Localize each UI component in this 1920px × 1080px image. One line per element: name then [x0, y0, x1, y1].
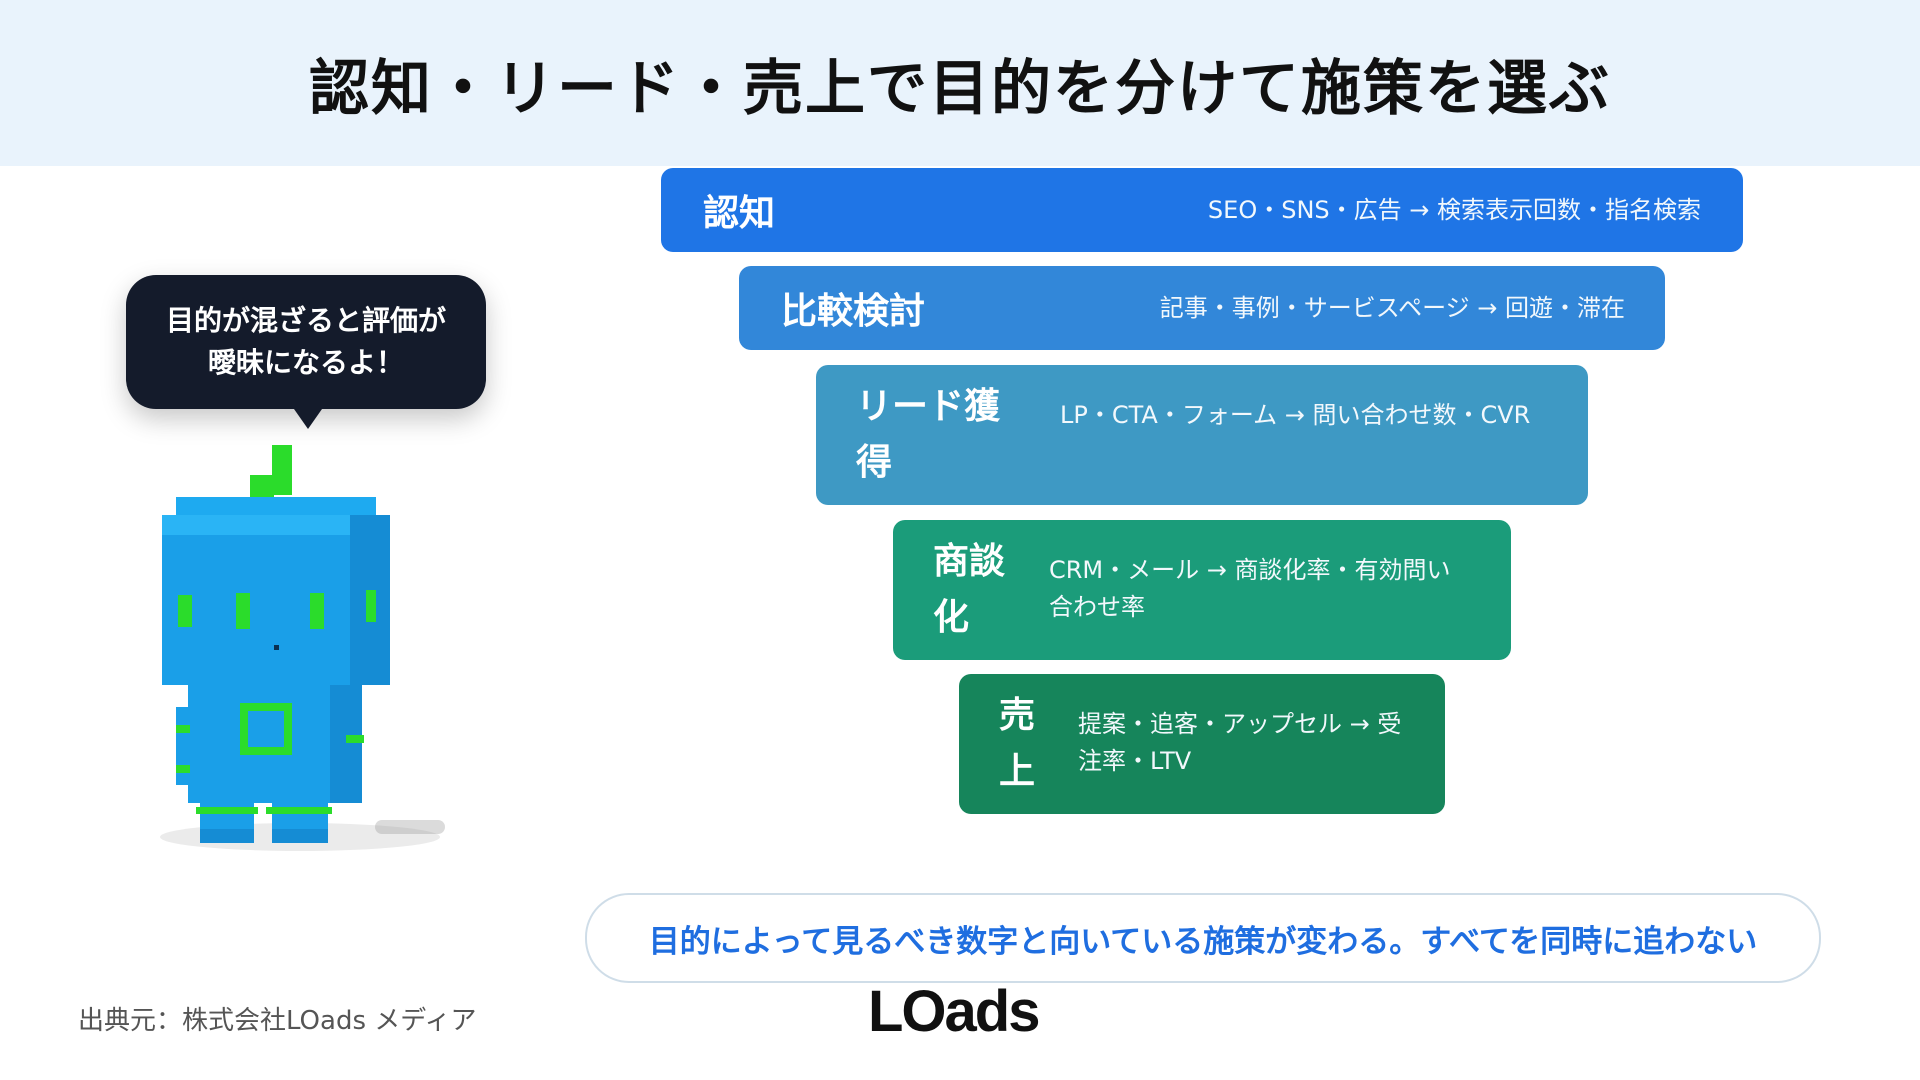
- funnel-step-desc: 提案・追客・アップセル → 受注率・LTV: [1078, 710, 1402, 775]
- funnel-step-consideration: 比較検討 記事・事例・サービスページ → 回遊・滞在: [739, 266, 1665, 350]
- funnel-step-desc: SEO・SNS・広告 → 検索表示回数・指名検索: [1207, 195, 1701, 224]
- funnel-step-title: リード獲得: [856, 386, 1001, 483]
- funnel-step-lead-acquisition: リード獲得 LP・CTA・フォーム → 問い合わせ数・CVR: [816, 365, 1588, 505]
- robot-mascot-icon: [160, 445, 445, 851]
- bubble-text-line-2: 曖昧になるよ！: [207, 346, 404, 379]
- page-title: 認知・リード・売上で目的を分けて施策を選ぶ: [309, 53, 1611, 124]
- funnel-step-sales: 売上 提案・追客・アップセル → 受注率・LTV: [959, 674, 1445, 814]
- funnel-step-awareness: 認知 SEO・SNS・広告 → 検索表示回数・指名検索: [661, 168, 1743, 252]
- funnel-step-title: 売上: [999, 695, 1036, 792]
- funnel-step-deal-conversion: 商談化 CRM・メール → 商談化率・有効問い合わせ率: [893, 520, 1511, 660]
- key-message: 目的によって見るべき数字と向いている施策が変わる。すべてを同時に追わない: [585, 893, 1821, 983]
- funnel-step-desc: 記事・事例・サービスページ → 回遊・滞在: [1159, 293, 1625, 322]
- funnel-step-title: 商談化: [933, 541, 1006, 638]
- funnel-step-desc: LP・CTA・フォーム → 問い合わせ数・CVR: [1060, 401, 1531, 429]
- speech-bubble: 目的が混ざると評価が 曖昧になるよ！: [126, 275, 486, 429]
- header: 認知・リード・売上で目的を分けて施策を選ぶ: [0, 0, 1920, 166]
- funnel-step-desc: CRM・メール → 商談化率・有効問い合わせ率: [1049, 556, 1451, 621]
- funnel-step-title: 認知: [703, 193, 776, 234]
- bubble-text-line-1: 目的が混ざると評価が: [165, 304, 446, 337]
- funnel-step-title: 比較検討: [781, 291, 926, 332]
- loads-logo: LOads: [868, 979, 1040, 1044]
- source-credit: 出典元：株式会社LOads メディア: [78, 1006, 477, 1036]
